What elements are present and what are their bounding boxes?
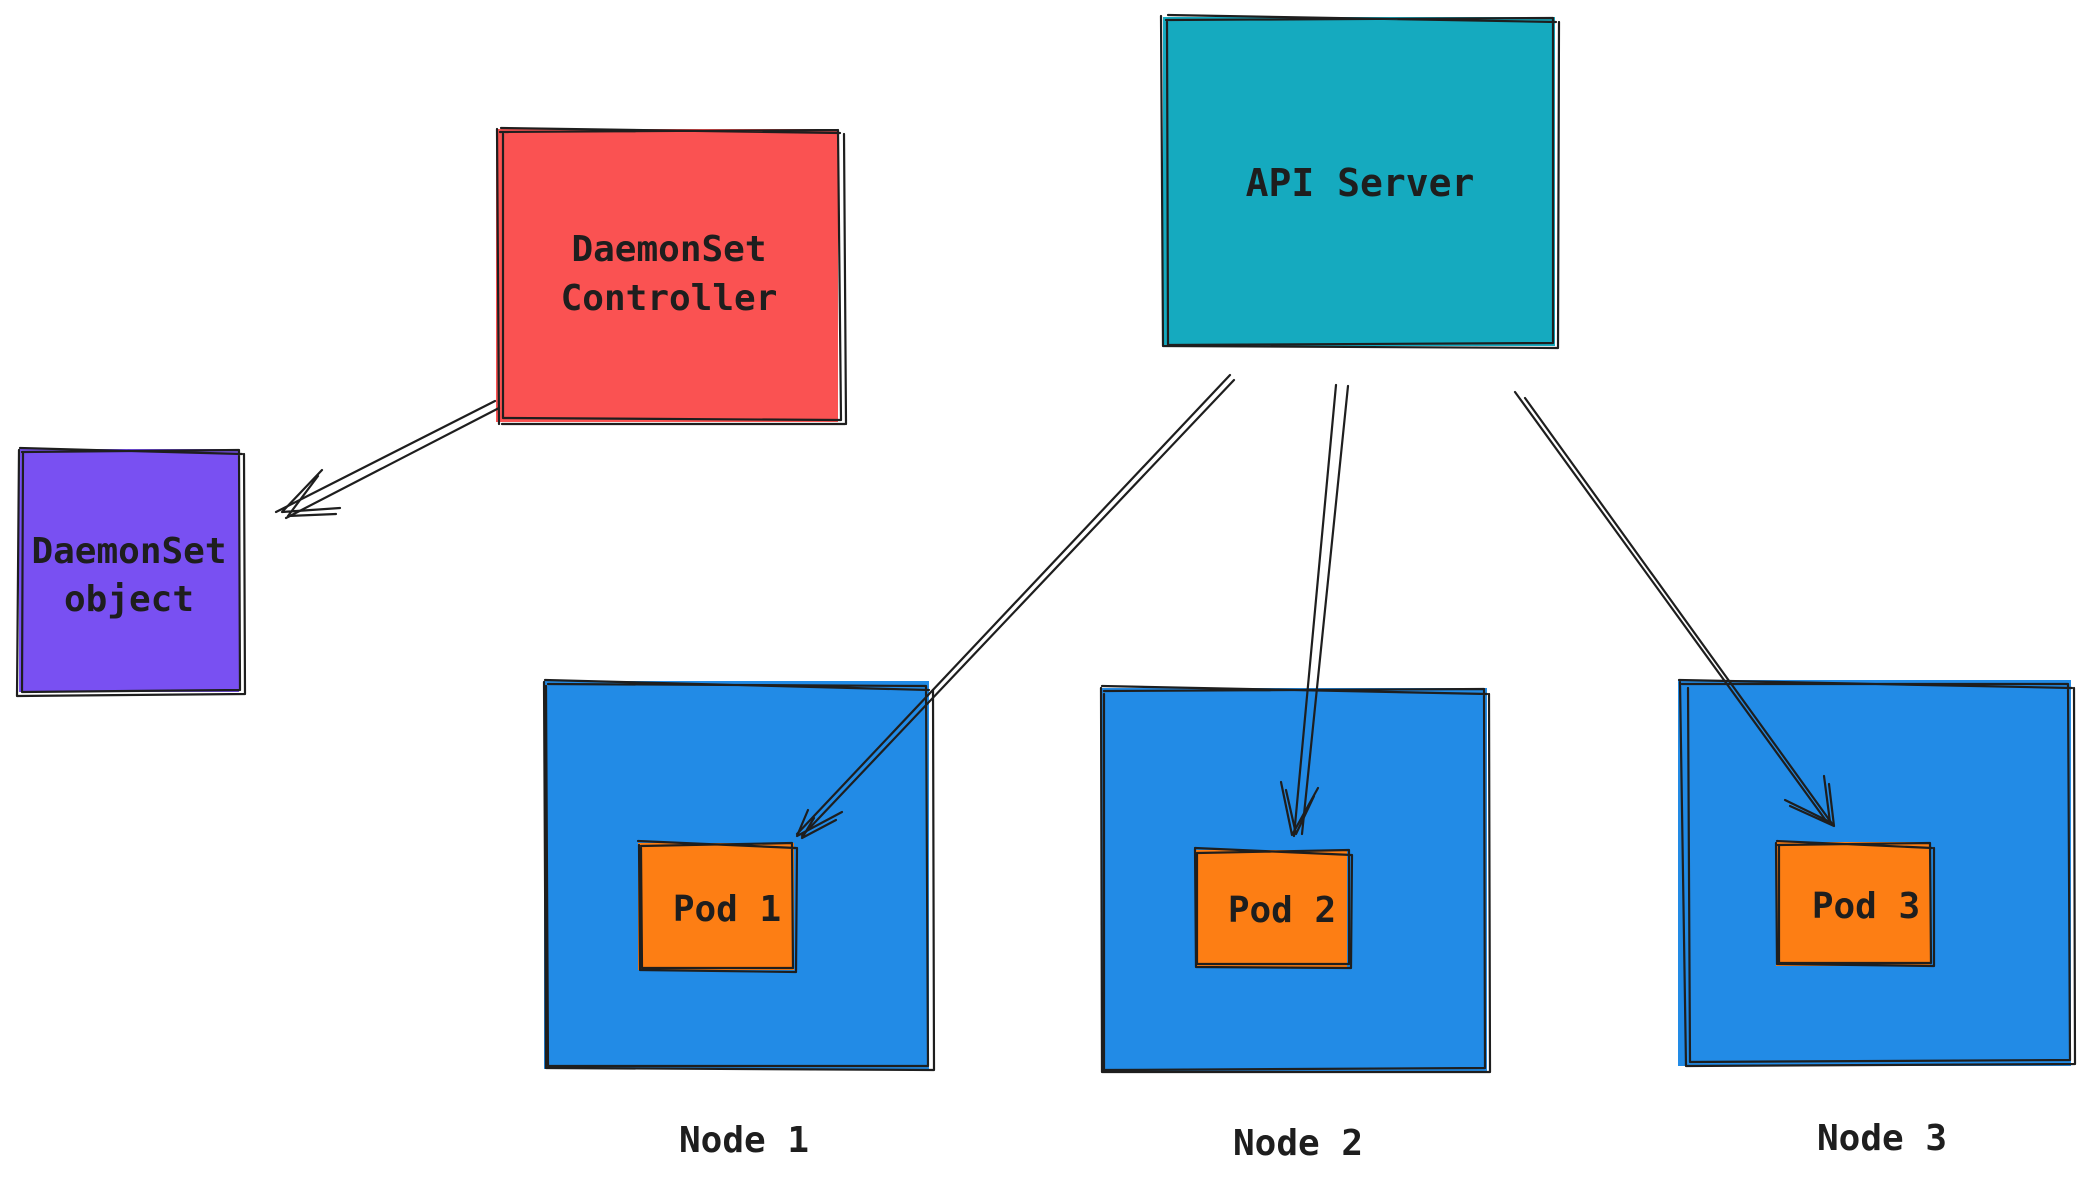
- pod-2-fill: [1195, 850, 1347, 967]
- pod-1: Pod 1: [636, 839, 799, 974]
- arrow-api-to-pod-3: [1513, 390, 1836, 828]
- daemonset-controller-label-line2: Controller: [561, 278, 778, 319]
- pod-2: Pod 2: [1193, 846, 1354, 970]
- arrow-api-to-pod-3-shaft: [1513, 390, 1835, 827]
- pod-1-fill: [638, 843, 794, 970]
- pod-3-label: Pod 3: [1812, 886, 1920, 927]
- node-3-outline: [1677, 678, 2077, 1068]
- daemonset-controller-label-line1: DaemonSet: [571, 229, 766, 270]
- pod-1-label: Pod 1: [673, 889, 781, 930]
- arrow-controller-to-object: [274, 399, 501, 520]
- node-2: Pod 2: [1099, 684, 1492, 1074]
- pod-2-label: Pod 2: [1228, 890, 1336, 931]
- daemonset-object-fill: [19, 449, 239, 692]
- arrow-api-to-pod-1-head: [795, 808, 844, 840]
- daemonset-object-outline: [15, 446, 247, 698]
- pod-3-fill: [1776, 842, 1930, 966]
- pod-3: Pod 3: [1774, 839, 1936, 968]
- arrow-controller-to-object-head: [280, 468, 342, 518]
- node-3: Pod 3: [1677, 678, 2077, 1068]
- api-server-fill: [1163, 17, 1555, 346]
- daemonset-controller-outline: [495, 126, 848, 426]
- node-2-outline: [1099, 684, 1492, 1074]
- arrow-api-to-pod-3-head: [1783, 774, 1836, 828]
- daemonset-controller-box: DaemonSet Controller: [495, 126, 848, 426]
- arrow-controller-to-object-shaft: [274, 399, 501, 520]
- arrow-api-to-pod-1-shaft: [795, 373, 1236, 838]
- arrow-api-to-pod-2-shaft: [1292, 383, 1350, 838]
- daemonset-object-box: DaemonSet object: [15, 446, 247, 698]
- node-1: Pod 1: [542, 678, 936, 1072]
- arrow-api-to-pod-2: [1279, 383, 1350, 838]
- daemonset-object-label-line2: object: [64, 579, 194, 620]
- pod-3-outline: [1774, 839, 1936, 968]
- api-server-outline: [1159, 13, 1561, 350]
- node-2-label: Node 2: [1233, 1123, 1363, 1164]
- daemonset-controller-fill: [496, 129, 838, 422]
- arrow-api-to-pod-1: [795, 373, 1236, 840]
- node-1-outline: [542, 678, 936, 1072]
- daemonset-object-label-line1: DaemonSet: [31, 531, 226, 572]
- api-server-label: API Server: [1246, 161, 1475, 205]
- node-1-label: Node 1: [679, 1120, 809, 1161]
- arrow-api-to-pod-2-head: [1279, 780, 1320, 837]
- pod-1-outline: [636, 839, 799, 974]
- node-3-label: Node 3: [1817, 1118, 1947, 1159]
- pod-2-outline: [1193, 846, 1354, 970]
- api-server-box: API Server: [1159, 13, 1561, 350]
